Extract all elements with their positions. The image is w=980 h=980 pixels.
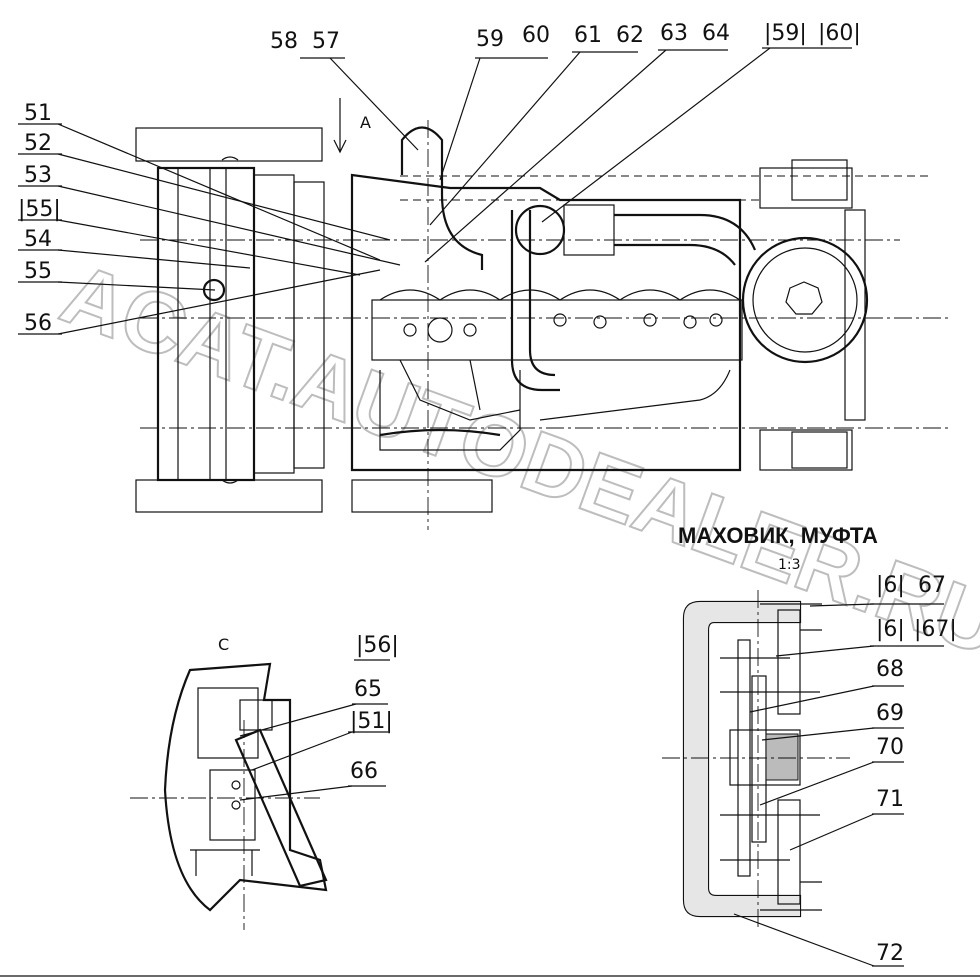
callout-67-a: 67 — [918, 573, 946, 598]
charge-air-pipe — [614, 213, 757, 251]
callout-70: 70 — [876, 735, 904, 760]
radiator-top-bracket — [135, 127, 323, 162]
callout-55-ref: |55| — [18, 197, 61, 222]
callout-62: 62 — [616, 23, 644, 48]
flywheel-ring-bottom — [777, 799, 801, 905]
callout-65: 65 — [354, 677, 382, 702]
callout-59: 59 — [476, 27, 504, 52]
callout-61: 61 — [574, 23, 602, 48]
callout-51-ref: |51| — [350, 709, 393, 734]
callout-72: 72 — [876, 941, 904, 966]
section-label: C — [218, 635, 229, 654]
callout-58: 58 — [270, 29, 298, 54]
callout-56-ref: |56| — [356, 633, 399, 658]
callout-60: 60 — [522, 23, 550, 48]
callout-61-ref-a: |6| — [876, 573, 905, 598]
callout-53: 53 — [24, 163, 52, 188]
callout-56: 56 — [24, 311, 52, 336]
air-intake-pipe — [400, 126, 484, 270]
radiator-bottom-bracket — [135, 479, 323, 513]
callout-69: 69 — [876, 701, 904, 726]
callout-68: 68 — [876, 657, 904, 682]
bracket-assembly — [163, 662, 328, 912]
flywheel-center — [785, 281, 823, 315]
flywheel-ring-top — [777, 609, 801, 715]
callout-61-ref-b: |6| — [876, 617, 905, 642]
watermark-text: ACAT.AUTODEALER.RU — [50, 245, 980, 674]
callout-59-ref: |59| — [764, 21, 807, 46]
view-arrow-label: A — [360, 113, 371, 132]
watermark: ACAT.AUTODEALER.RU — [49, 244, 980, 675]
flywheel-clutch-section — [662, 590, 850, 930]
detail-view-c: C |56| 65 |51| 66 — [130, 633, 399, 930]
valve-cover — [371, 299, 743, 361]
callout-60-ref: |60| — [818, 21, 861, 46]
section-scale: 1:3 — [778, 557, 801, 573]
callouts-flywheel: |6| 67 |6| |67| 68 69 70 71 72 — [733, 573, 957, 967]
callout-63: 63 — [660, 21, 688, 46]
section-title: МАХОВИК, МУФТА — [678, 523, 878, 548]
callout-57: 57 — [312, 29, 340, 54]
callouts-main: 51 52 53 |55| 54 55 56 58 57 59 60 61 62… — [18, 21, 861, 336]
engine-assembly-view: A — [135, 98, 950, 530]
callout-52: 52 — [24, 131, 52, 156]
callout-67-ref: |67| — [914, 617, 957, 642]
turbocharger — [514, 204, 566, 256]
callout-54: 54 — [24, 227, 52, 252]
callout-71: 71 — [876, 787, 904, 812]
callout-64: 64 — [702, 21, 730, 46]
flywheel-housing — [741, 236, 869, 364]
hose — [234, 728, 328, 888]
callout-51: 51 — [24, 101, 52, 126]
section-heading: МАХОВИК, МУФТА 1:3 — [678, 523, 878, 573]
hub — [729, 729, 801, 786]
clutch-disc — [751, 675, 767, 843]
callout-66: 66 — [350, 759, 378, 784]
callout-55: 55 — [24, 259, 52, 284]
